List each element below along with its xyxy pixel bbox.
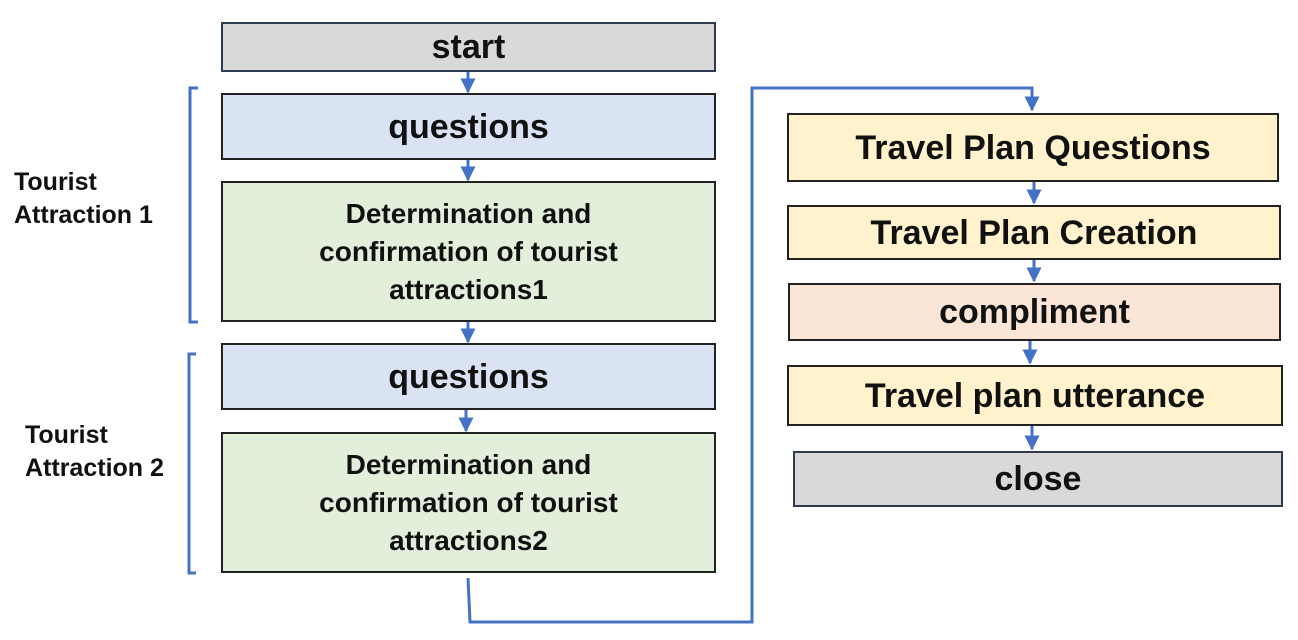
travel-plan-questions-node: Travel Plan Questions [787,113,1279,182]
travel-plan-creation-node: Travel Plan Creation [787,205,1281,260]
close-node: close [793,451,1283,507]
compliment-node: compliment [788,283,1281,341]
group-label-attraction-1: Tourist Attraction 1 [14,168,153,229]
start-node-label: start [431,28,506,66]
travel-plan-creation-label: Travel Plan Creation [870,213,1198,252]
questions-node-2: questions [221,343,716,410]
bracket-attraction-1 [188,86,198,324]
travel-plan-questions-label: Travel Plan Questions [855,128,1211,167]
group-label-attraction-2: Tourist Attraction 2 [25,421,164,482]
close-node-label: close [994,460,1082,498]
travel-plan-utterance-node: Travel plan utterance [787,365,1283,426]
questions-node-1: questions [221,93,716,160]
travel-plan-utterance-label: Travel plan utterance [864,376,1206,415]
questions-node-1-label: questions [388,107,549,146]
determination-node-1: Determination and confirmation of touris… [221,181,716,322]
arrow-left-to-right-connector [466,86,1040,624]
bracket-attraction-2 [187,352,196,575]
determination-node-2: Determination and confirmation of touris… [221,432,716,573]
questions-node-2-label: questions [388,357,549,396]
determination-node-2-label: Determination and confirmation of touris… [319,448,618,556]
determination-node-1-label: Determination and confirmation of touris… [319,197,618,305]
compliment-label: compliment [939,293,1130,331]
start-node: start [221,22,716,72]
